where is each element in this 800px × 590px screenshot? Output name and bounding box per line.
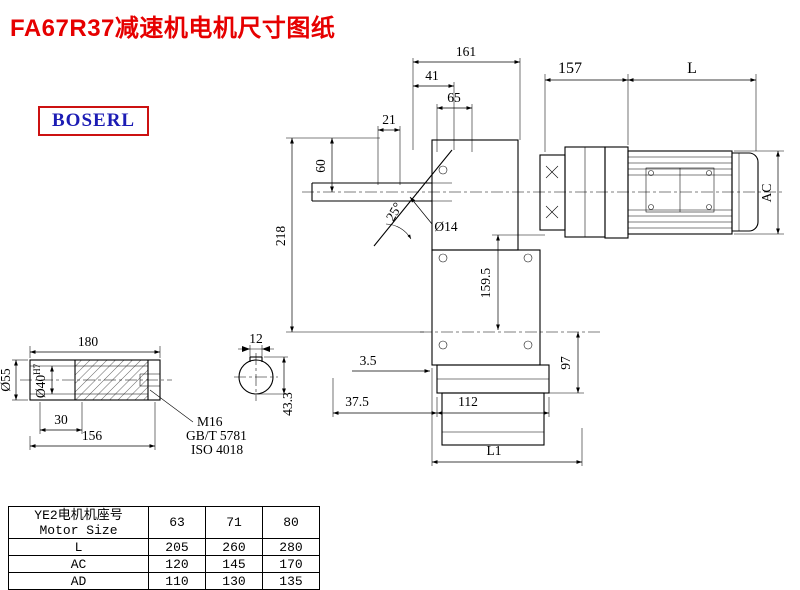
motor-size-table: YE2电机机座号 Motor Size 63 71 80 L 205 260 2… (8, 506, 320, 590)
dim-37-5: 37.5 (345, 394, 369, 409)
dim-157: 157 (558, 60, 582, 77)
cell-L-80: 280 (262, 538, 320, 556)
table-header-motor-size: YE2电机机座号 Motor Size (8, 506, 149, 539)
row-label-AD: AD (8, 572, 149, 590)
cell-AD-80: 135 (262, 572, 320, 590)
dim-65: 65 (447, 90, 461, 105)
dim-41: 41 (425, 68, 439, 83)
dim-L: L (687, 60, 697, 77)
table-header-cn: YE2电机机座号 (34, 507, 123, 523)
main-view: 161 41 65 21 60 218 Ø14 25° 157 L AC 159… (273, 44, 784, 466)
dim-156: 156 (82, 428, 103, 443)
cell-L-63: 205 (148, 538, 206, 556)
dim-180: 180 (78, 334, 99, 349)
dim-97: 97 (558, 356, 573, 370)
dim-112: 112 (458, 394, 478, 409)
dim-60: 60 (313, 159, 328, 173)
motor-adapter (539, 146, 606, 238)
thread-callout-m16: M16 (197, 414, 223, 429)
hollow-shaft-section (29, 359, 161, 401)
dim-AC: AC (759, 184, 774, 203)
dim-30: 30 (54, 412, 68, 427)
angle-arc (385, 223, 412, 240)
standard-gbt-5781: GB/T 5781 (186, 428, 247, 443)
cell-AC-63: 120 (148, 555, 206, 573)
table-size-col-63: 63 (148, 506, 206, 539)
dim-3-5: 3.5 (360, 353, 377, 368)
row-label-AC: AC (8, 555, 149, 573)
page-title: FA67R37减速机电机尺寸图纸 (10, 15, 336, 42)
table-size-col-71: 71 (205, 506, 263, 539)
dim-L1: L1 (487, 443, 502, 458)
dim-key-12: 12 (249, 331, 263, 346)
cell-AC-80: 170 (262, 555, 320, 573)
table-header-en: Motor Size (39, 522, 118, 538)
dim-dia40h7: Ø40H7 (32, 363, 48, 398)
motor (604, 146, 759, 239)
dimensions-main: 161 41 65 21 60 218 Ø14 25° 157 L AC 159… (273, 44, 784, 466)
dim-21: 21 (382, 112, 396, 127)
brand-logo: BOSERL (38, 106, 150, 136)
cell-L-71: 260 (205, 538, 263, 556)
table-row-L: L 205 260 280 (8, 538, 320, 556)
row-label-L: L (8, 538, 149, 556)
shaft-detail-view: 180 Ø55 Ø40H7 30 156 M16 GB/T 5781 ISO 4… (0, 331, 295, 457)
dim-159-5: 159.5 (478, 268, 493, 299)
gearbox-housing (431, 139, 550, 446)
table-row-AC: AC 120 145 170 (8, 555, 320, 573)
standard-iso-4018: ISO 4018 (191, 442, 243, 457)
dimensions-shaft: 180 Ø55 Ø40H7 30 156 M16 GB/T 5781 ISO 4… (0, 334, 247, 457)
dim-161: 161 (456, 44, 476, 59)
dim-dia55: Ø55 (0, 368, 13, 391)
dim-218: 218 (273, 226, 288, 247)
dim-key-43-3: 43.3 (280, 392, 295, 416)
table-size-col-80: 80 (262, 506, 320, 539)
fan-cover (731, 152, 759, 232)
cell-AC-71: 145 (205, 555, 263, 573)
cell-AD-63: 110 (148, 572, 206, 590)
dim-angle-25: 25° (383, 200, 405, 224)
shaft-end-view: 12 43.3 (234, 331, 295, 416)
table-row-AD: AD 110 130 135 (8, 572, 320, 590)
dim-hole-dia14: Ø14 (434, 219, 457, 234)
